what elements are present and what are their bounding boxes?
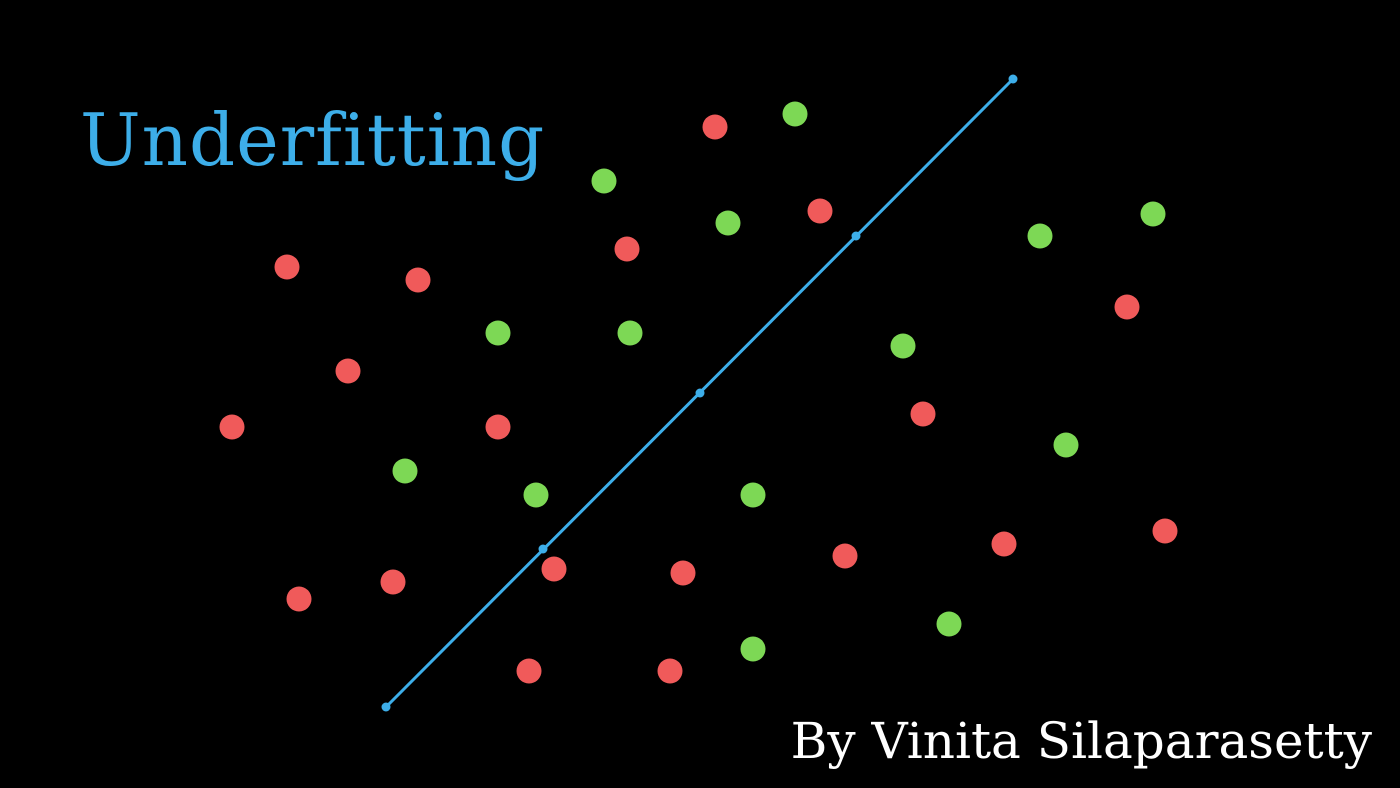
red-data-point bbox=[286, 586, 312, 612]
diagram-title: Underfitting bbox=[80, 98, 546, 182]
green-data-point bbox=[591, 168, 617, 194]
green-data-point bbox=[392, 458, 418, 484]
red-data-point bbox=[614, 236, 640, 262]
red-data-point bbox=[1152, 518, 1178, 544]
green-data-point bbox=[617, 320, 643, 346]
red-data-point bbox=[670, 560, 696, 586]
red-data-point bbox=[274, 254, 300, 280]
red-data-point bbox=[657, 658, 683, 684]
fit-line-marker bbox=[538, 544, 548, 554]
fit-line-marker bbox=[1008, 74, 1018, 84]
green-data-point bbox=[715, 210, 741, 236]
green-data-point bbox=[523, 482, 549, 508]
red-data-point bbox=[219, 414, 245, 440]
fit-line-marker bbox=[851, 231, 861, 241]
red-data-point bbox=[702, 114, 728, 140]
green-data-point bbox=[1140, 201, 1166, 227]
green-data-point bbox=[890, 333, 916, 359]
fit-line-marker bbox=[381, 702, 391, 712]
red-data-point bbox=[380, 569, 406, 595]
author-byline: By Vinita Silaparasetty bbox=[790, 712, 1372, 770]
red-data-point bbox=[516, 658, 542, 684]
red-data-point bbox=[1114, 294, 1140, 320]
red-data-point bbox=[807, 198, 833, 224]
fit-line-group bbox=[381, 74, 1018, 712]
green-data-point bbox=[936, 611, 962, 637]
red-data-point bbox=[991, 531, 1017, 557]
data-points bbox=[219, 101, 1178, 684]
red-data-point bbox=[485, 414, 511, 440]
red-data-point bbox=[832, 543, 858, 569]
green-data-point bbox=[740, 636, 766, 662]
green-data-point bbox=[740, 482, 766, 508]
red-data-point bbox=[541, 556, 567, 582]
fit-line-marker bbox=[695, 388, 705, 398]
green-data-point bbox=[1027, 223, 1053, 249]
red-data-point bbox=[910, 401, 936, 427]
red-data-point bbox=[335, 358, 361, 384]
green-data-point bbox=[485, 320, 511, 346]
green-data-point bbox=[1053, 432, 1079, 458]
red-data-point bbox=[405, 267, 431, 293]
green-data-point bbox=[782, 101, 808, 127]
